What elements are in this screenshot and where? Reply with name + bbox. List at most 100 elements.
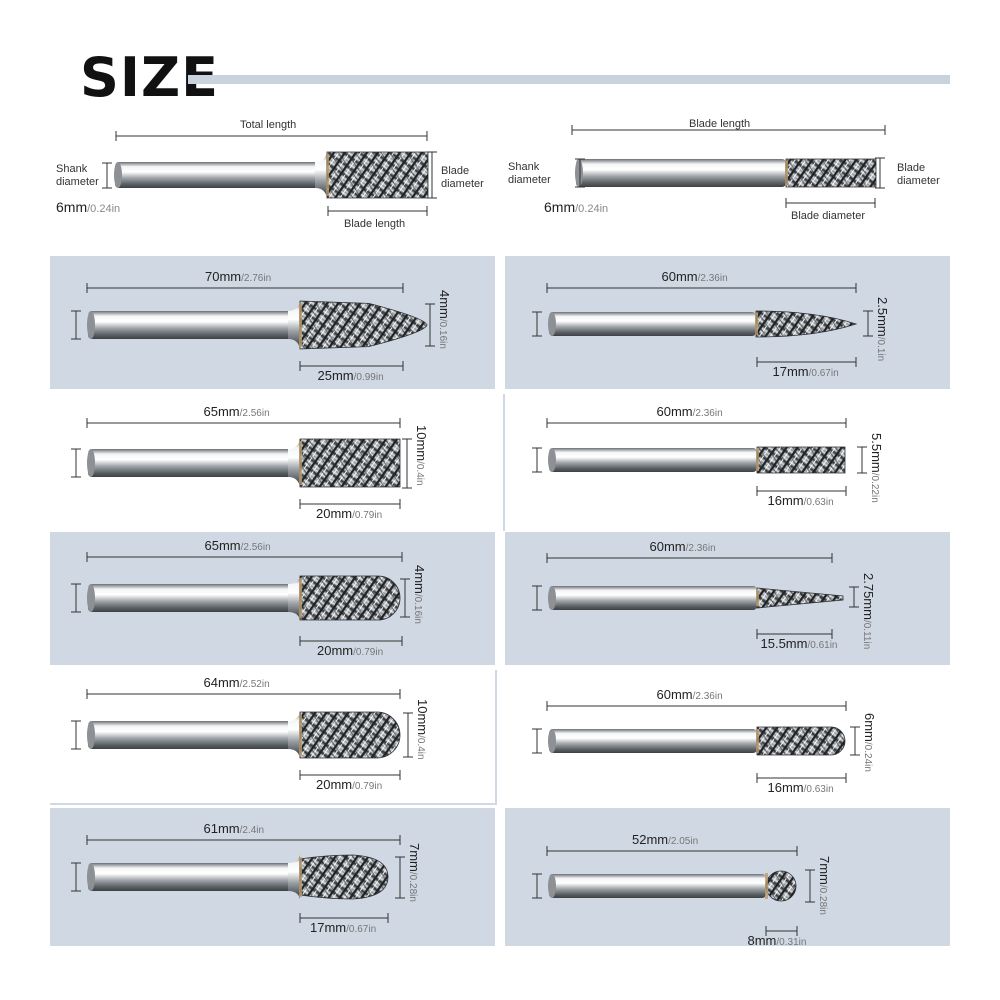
measurement-in: /0.67in — [346, 924, 377, 935]
measurement-mm: 2.75mm — [861, 573, 876, 620]
braze-joint — [299, 303, 302, 347]
braze-joint — [765, 873, 768, 899]
neck — [288, 576, 300, 620]
shank-diameter-label: Shank diameter — [56, 163, 99, 188]
neck — [288, 301, 300, 349]
measurement-mm: 4mm — [412, 565, 427, 594]
shank — [88, 584, 300, 612]
measurement-in: /0.1in — [875, 336, 886, 362]
measurement-mm: 10mm — [414, 425, 429, 462]
shank — [549, 312, 756, 336]
shank — [88, 311, 300, 339]
blade-diameter-label: Blade diameter — [897, 162, 940, 187]
measurement-mm: 64mm — [203, 675, 240, 690]
blade-diameter-value: 2.75mm/0.11in — [861, 573, 876, 649]
blade-length-value: 20mm/0.79in — [317, 643, 383, 658]
blade-diameter-value: 4mm/0.16in — [437, 290, 452, 349]
shank — [88, 449, 300, 477]
measurement-in: /0.79in — [353, 647, 384, 658]
measurement-mm: 60mm — [649, 539, 686, 554]
measurement-in: /2.52in — [239, 679, 270, 690]
shank — [115, 162, 327, 188]
blade-length-value: 17mm/0.67in — [773, 364, 839, 379]
cutter-head-crosscut — [757, 727, 845, 755]
measurement-mm: 65mm — [204, 538, 241, 553]
measurement-in: /2.56in — [239, 408, 270, 419]
cutter-head-crosscut — [300, 301, 427, 349]
burr-bit — [575, 158, 877, 188]
measurement-mm: 6mm — [862, 713, 877, 742]
burr-bit — [87, 438, 401, 488]
measurement-in: /2.56in — [240, 542, 271, 553]
shank-end — [87, 311, 95, 339]
blade-length-value: 16mm/0.63in — [768, 493, 834, 508]
shank-end — [548, 586, 556, 610]
blade-diameter-value: 4mm/0.16in — [412, 565, 427, 624]
panel-divider — [503, 394, 505, 531]
measurement-in: /2.4in — [239, 825, 265, 836]
total-length-value: 60mm/2.36in — [657, 404, 723, 419]
blade-length-value: 8mm/0.31in — [748, 933, 807, 948]
braze-joint — [755, 313, 758, 335]
total-length-value: 61mm/2.4in — [204, 821, 265, 836]
braze-joint — [299, 578, 302, 618]
blade-diameter-value: 10mm/0.4in — [414, 425, 429, 486]
cutter-head-crosscut — [766, 871, 796, 901]
blade-diameter-value: 10mm/0.4in — [415, 699, 430, 760]
blade-length-value: 20mm/0.79in — [316, 506, 382, 521]
measurement-in: /0.28in — [817, 884, 828, 915]
measurement-mm: 5.5mm — [869, 433, 884, 473]
measurement-mm: 20mm — [317, 643, 354, 658]
total-length-value: 64mm/2.52in — [204, 675, 270, 690]
burr-bit — [87, 854, 389, 900]
burr-bit — [87, 300, 428, 350]
measurement-in: /2.76in — [241, 273, 272, 284]
measurement-in: /2.36in — [697, 273, 728, 284]
measurement-in: /0.79in — [352, 510, 383, 521]
measurement-in: /0.11in — [861, 619, 872, 650]
measurement-in: /0.79in — [352, 781, 383, 792]
measurement-mm: 52mm — [632, 832, 669, 847]
cutter-head-crosscut — [300, 576, 400, 620]
shank — [549, 586, 757, 610]
shank-end — [114, 162, 122, 188]
measurement-in: /0.4in — [414, 461, 425, 486]
measurement-in: /0.4in — [415, 735, 426, 760]
blade-diameter-value: 5.5mm/0.22in — [869, 433, 884, 503]
braze-joint — [756, 590, 759, 606]
measurement-in: /0.28in — [407, 871, 418, 902]
blade-length-value: 15.5mm/0.61in — [761, 636, 838, 651]
blade-length-value: 16mm/0.63in — [768, 780, 834, 795]
measurement-in: /2.36in — [692, 408, 723, 419]
blade-diameter-label: Blade diameter — [441, 165, 484, 190]
shank-end — [548, 312, 556, 336]
shank — [576, 159, 786, 187]
measurement-in: /2.36in — [692, 691, 723, 702]
measurement-mm: 7mm — [407, 843, 422, 872]
shank — [549, 874, 766, 898]
blade-diameter-value: 6mm/0.24in — [862, 713, 877, 772]
measurement-mm: 10mm — [415, 699, 430, 736]
measurement-in: /0.67in — [808, 368, 839, 379]
blade-length-label: Blade length — [344, 218, 406, 230]
cutter-head-crosscut — [756, 311, 856, 337]
blade-diameter-value: 7mm/0.28in — [407, 843, 422, 902]
measurement-in: /0.63in — [803, 497, 834, 508]
measurement-mm: 17mm — [310, 920, 347, 935]
burr-bit — [548, 586, 844, 610]
shank-end — [87, 584, 95, 612]
measurement-in: /2.36in — [685, 543, 716, 554]
burr-bit — [548, 870, 797, 902]
neck — [288, 439, 300, 487]
shank — [88, 863, 300, 891]
neck — [315, 152, 327, 198]
measurement-mm: 2.5mm — [875, 297, 890, 337]
measurement-in: /2.05in — [668, 836, 699, 847]
shank-end — [87, 721, 95, 749]
braze-joint — [756, 729, 759, 753]
total-length-label: Total length — [240, 119, 297, 131]
shank-end — [548, 729, 556, 753]
total-length-value: 52mm/2.05in — [632, 832, 698, 847]
title-bar — [188, 75, 950, 84]
measurement-in: /0.16in — [412, 593, 423, 624]
